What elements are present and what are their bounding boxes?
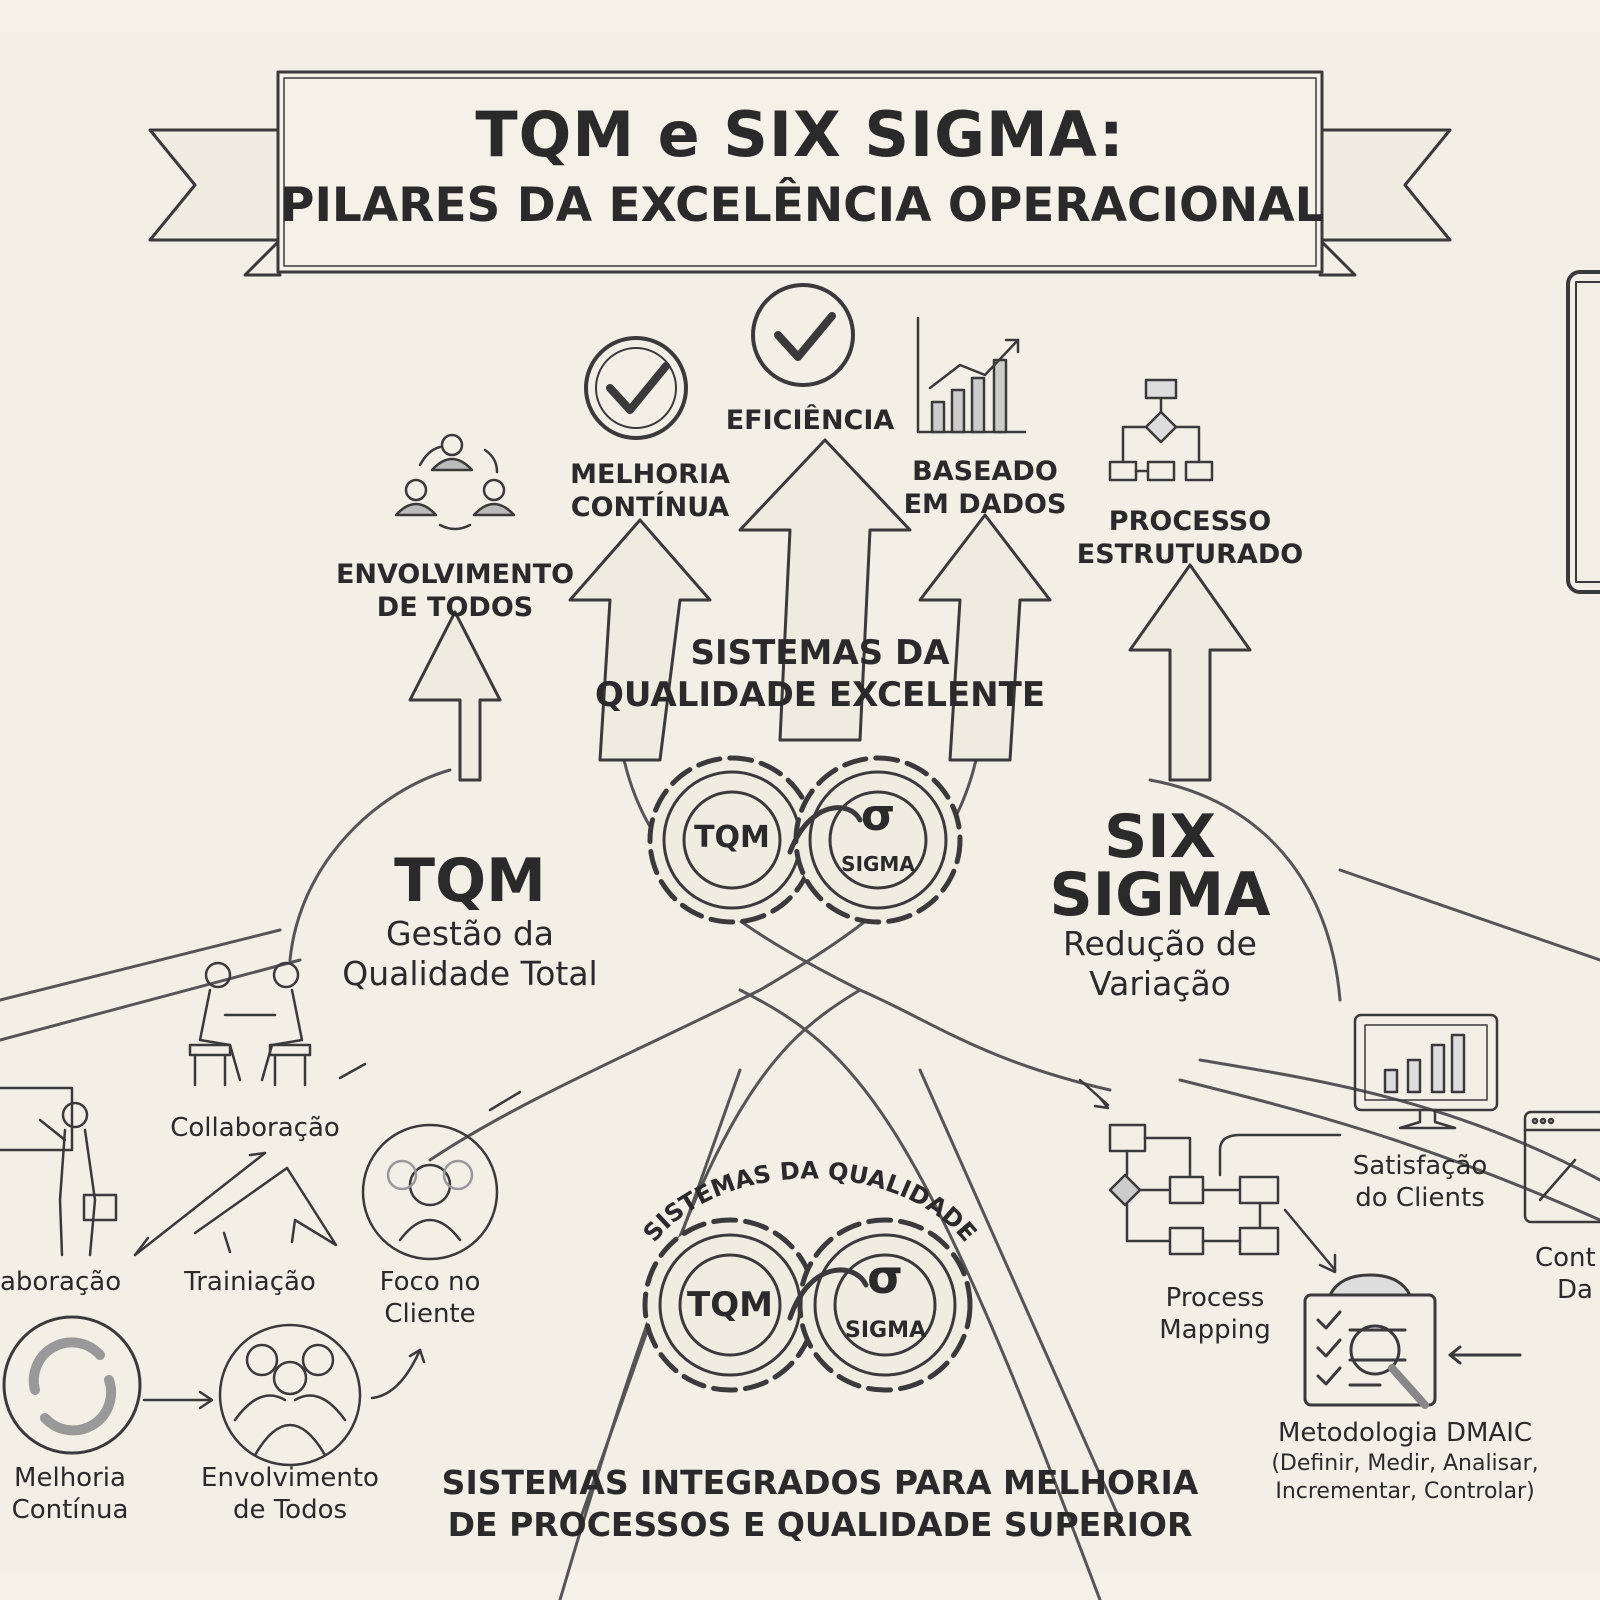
gear-label-sigma: SIGMA bbox=[841, 852, 915, 876]
sigma-symbol: σ bbox=[860, 790, 896, 841]
gear-pair-bottom bbox=[642, 1217, 973, 1393]
flowchart-icon bbox=[1108, 1123, 1342, 1274]
presenter-icon bbox=[0, 1086, 118, 1257]
arc-text-sistemas: SISTEMAS DA QUALIDADE bbox=[638, 1156, 983, 1247]
title-line-2: PILARES DA EXCELÊNCIA OPERACIONAL bbox=[280, 178, 1325, 233]
team-icon bbox=[218, 1323, 362, 1467]
cycle-icon bbox=[2, 1315, 142, 1455]
tablet-icon bbox=[1566, 270, 1600, 594]
people-cycle-icon bbox=[394, 433, 516, 531]
check-circle-icon bbox=[751, 283, 855, 387]
sigma-symbol-bottom: σ bbox=[867, 1250, 903, 1304]
roads bbox=[0, 738, 1600, 1600]
label-collaboracao: Collaboração bbox=[170, 1113, 340, 1143]
bar-chart-icon bbox=[916, 316, 1027, 434]
clipboard-search-icon bbox=[1303, 1273, 1522, 1409]
gear-pair-top bbox=[647, 755, 963, 925]
meeting-icon bbox=[188, 961, 312, 1087]
customer-icon bbox=[361, 1123, 499, 1261]
pillar-label-eficiencia: EFICIÊNCIA bbox=[725, 405, 895, 436]
pillar-arrows bbox=[408, 438, 1252, 782]
arc-text: SISTEMAS DA QUALIDADE bbox=[638, 1156, 983, 1247]
check-circle-icon bbox=[584, 336, 688, 440]
arrow-up-icon bbox=[133, 1151, 338, 1257]
gear-label-tqm-bottom: TQM bbox=[687, 1285, 773, 1325]
label-dmaic: Metodologia DMAIC bbox=[1277, 1418, 1533, 1448]
connector-arrows bbox=[142, 1062, 1110, 1410]
tqm-title: TQM bbox=[394, 846, 546, 916]
label-aboracao: aboração bbox=[0, 1267, 122, 1297]
gear-label-tqm: TQM bbox=[694, 820, 770, 855]
label-trainiacao: Trainiação bbox=[184, 1267, 316, 1297]
title-line-1: TQM e SIX SIGMA: bbox=[475, 98, 1125, 171]
flowchart-icon bbox=[1108, 378, 1214, 482]
label-dmaic-steps: (Definir, Medir, Analisar,Incrementar, C… bbox=[1271, 1451, 1539, 1504]
monitor-chart-icon bbox=[1353, 1013, 1499, 1130]
svg-text:SISTEMAS DA QUALIDADE: SISTEMAS DA QUALIDADE bbox=[638, 1156, 983, 1247]
title-banner bbox=[148, 70, 1452, 277]
gear-label-sigma-bottom: SIGMA bbox=[845, 1318, 927, 1343]
browser-chart-icon bbox=[1523, 1110, 1600, 1224]
